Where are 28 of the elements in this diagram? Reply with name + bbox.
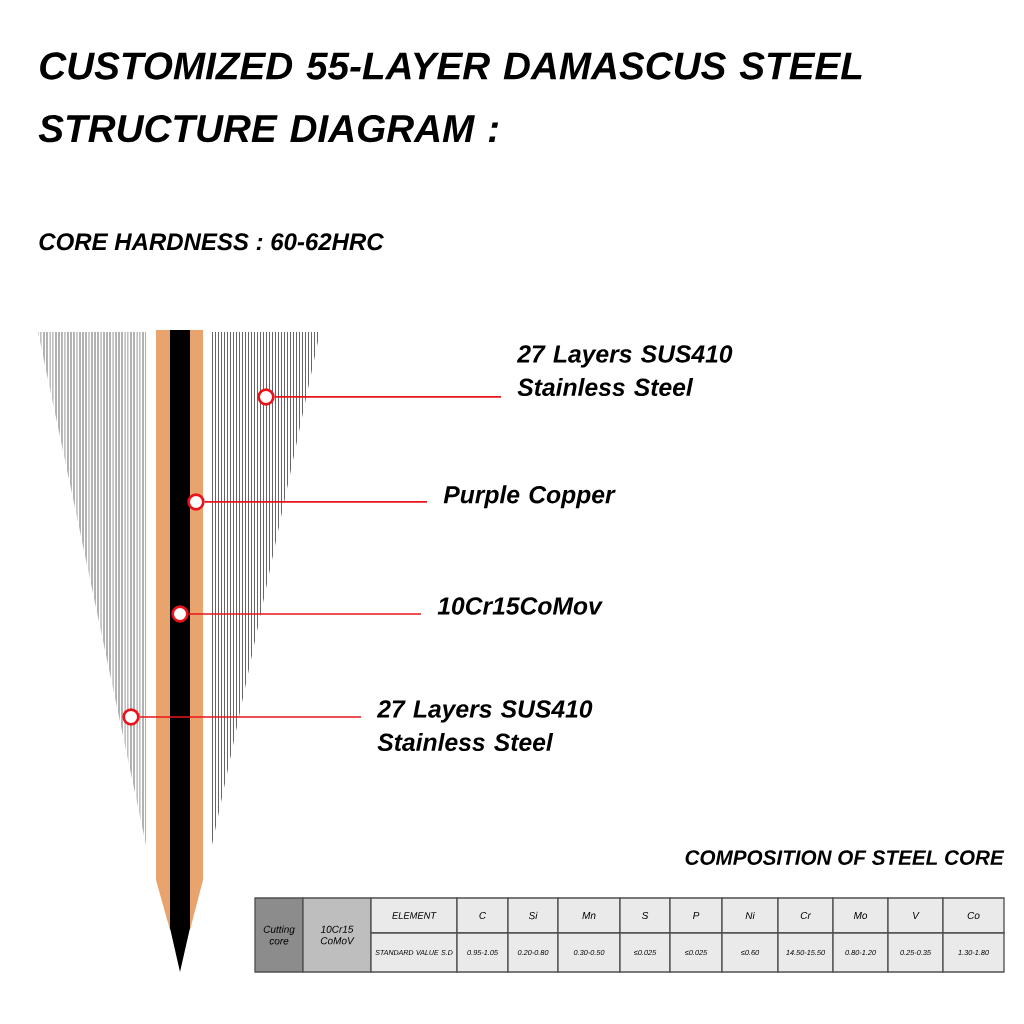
marker-dot — [257, 388, 275, 406]
table-cell: V — [887, 897, 944, 934]
leader-line — [273, 396, 502, 398]
table-heading: COMPOSITION OF STEEL CORE — [685, 850, 1005, 865]
table-cell: 10Cr15 CoMoV — [302, 897, 372, 973]
layer-label: 10Cr15CoMov — [437, 597, 603, 615]
table-cell: P — [669, 897, 723, 934]
title: CUSTOMIZED 55-LAYER DAMASCUS STEEL STRUCTURE DIAGRAM : — [38, 52, 862, 143]
table-cell: Mn — [557, 897, 621, 934]
marker-dot — [171, 605, 189, 623]
subtitle: CORE HARDNESS : 60-62HRC — [39, 233, 384, 251]
leader-line — [138, 716, 362, 718]
table-cell: Cutting core — [254, 897, 304, 973]
leader-line — [203, 501, 428, 503]
table-cell: S — [619, 897, 671, 934]
leader-line — [187, 613, 422, 615]
table-cell: Si — [507, 897, 559, 934]
table-cell: C — [456, 897, 509, 934]
layer-label: 27 Layers SUS410 Stainless Steel — [516, 345, 733, 397]
table-cell: Ni — [721, 897, 779, 934]
layer-label: Purple Copper — [443, 485, 616, 509]
table-cell: Cr — [777, 897, 834, 934]
table-cell: ELEMENT — [370, 897, 458, 934]
layer-label: 27 Layers SUS410 Stainless Steel — [376, 700, 593, 752]
marker-dot — [187, 493, 205, 511]
table-cell: Co — [942, 897, 1005, 934]
table-cell: Mo — [832, 897, 889, 934]
marker-dot — [122, 708, 140, 726]
